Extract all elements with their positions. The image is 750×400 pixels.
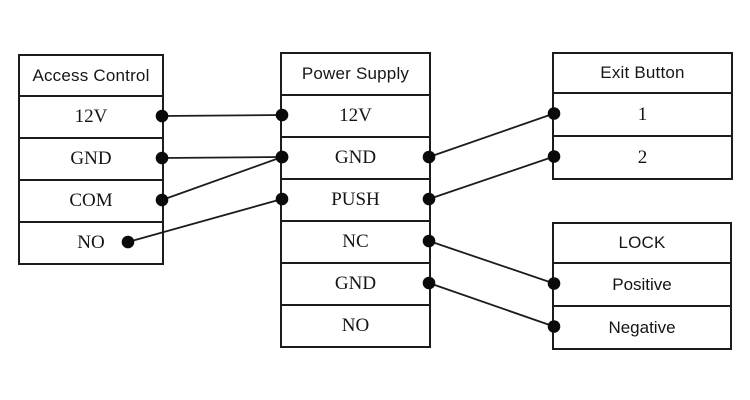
terminal-row: GND <box>20 137 162 179</box>
terminal-row: 12V <box>20 95 162 137</box>
terminal-row: Positive <box>554 262 730 305</box>
box-title-lock: LOCK <box>618 233 666 252</box>
terminal-row: 2 <box>554 135 731 178</box>
terminal-row: GND <box>282 136 429 178</box>
terminal-row: 12V <box>282 94 429 136</box>
terminal-row: Negative <box>554 305 730 348</box>
box-title-access-control: Access Control <box>32 65 150 85</box>
box-exit-button: Exit Button 1 2 <box>552 52 733 180</box>
terminal-row: PUSH <box>282 178 429 220</box>
box-lock: LOCK Positive Negative <box>552 222 732 350</box>
box-title-exit-button: Exit Button <box>600 63 685 82</box>
terminal-row: NC <box>282 220 429 262</box>
terminal-row: NO <box>282 304 429 346</box>
terminal-row: 1 <box>554 92 731 135</box>
box-power-supply: Power Supply 12V GND PUSH NC GND NO <box>280 52 431 348</box>
terminal-row: NO <box>20 221 162 263</box>
box-access-control: Access Control 12V GND COM NO <box>18 54 164 265</box>
terminal-row: GND <box>282 262 429 304</box>
box-title-power-supply: Power Supply <box>301 64 410 83</box>
terminal-row: COM <box>20 179 162 221</box>
